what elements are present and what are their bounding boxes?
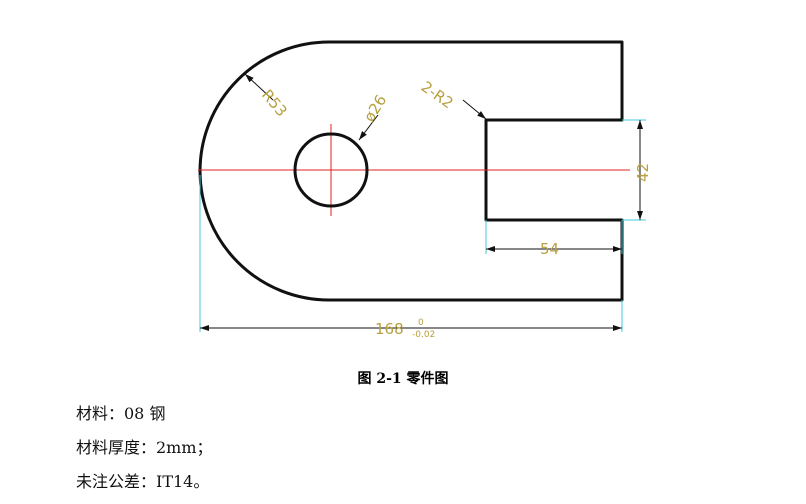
dim-text-42: 42 [634, 163, 652, 182]
leader-phi26 [358, 114, 379, 141]
note-tolerance: 未注公差：IT14。 [76, 472, 210, 491]
dim-text-phi26: ø26 [360, 92, 390, 126]
dim-tolerance-lower: -0.02 [412, 330, 435, 340]
hole-circle [293, 132, 369, 208]
dim-text-168: 168 [375, 320, 404, 338]
leader-r53 [244, 73, 274, 101]
dim-tolerance-upper: 0 [418, 318, 424, 328]
dim-text-54: 54 [540, 240, 559, 258]
note-material: 材料：08 钢 [76, 404, 166, 423]
note-thickness: 材料厚度：2mm； [76, 438, 213, 457]
part-drawing: R53 ø26 2-R2 42 54 168 0 -0.02 [198, 40, 652, 340]
part-outline [198, 40, 624, 302]
figure-caption: 图 2-1 零件图 [357, 371, 449, 387]
leader-2r2 [462, 99, 487, 120]
dim-text-2r2: 2-R2 [418, 78, 457, 113]
